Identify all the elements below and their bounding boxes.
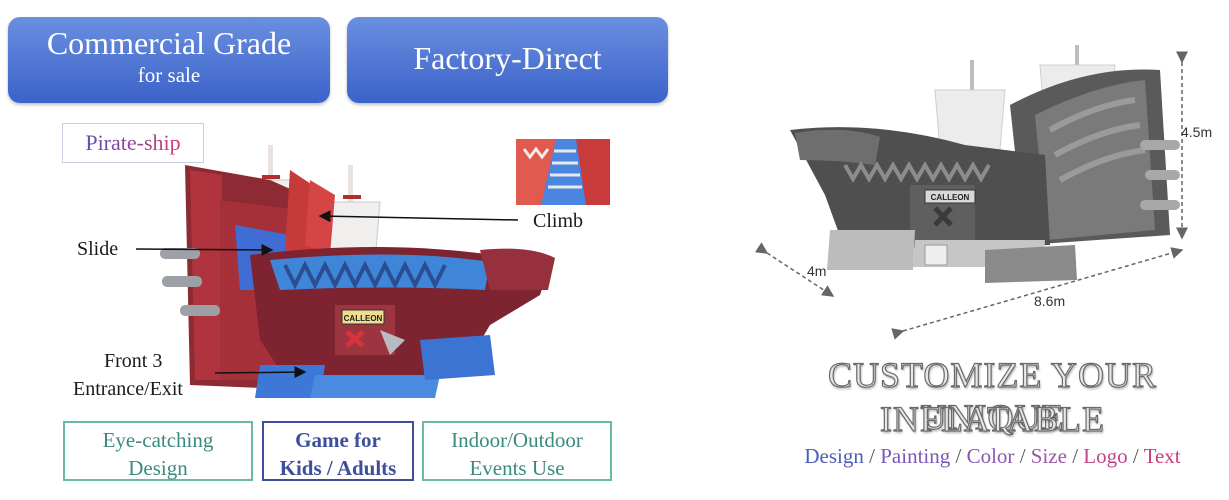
customize-heading-line1: CUSTOMIZE YOUR UNIQUE [827, 354, 1158, 437]
entrance-arrow [214, 366, 307, 379]
feature-indoor-outdoor: Indoor/Outdoor Events Use [422, 421, 612, 481]
factory-direct-banner: Factory-Direct [347, 17, 668, 103]
customize-heading-line2: INFLATABLE [879, 398, 1106, 439]
product-type-label: Pirate-ship [85, 130, 181, 155]
feature-1-line1: Eye-catching [102, 428, 214, 452]
feature-eye-catching: Eye-catching Design [63, 421, 253, 481]
feature-1-line2: Design [128, 456, 188, 480]
option-size: Size [1030, 444, 1067, 468]
feature-2-line1: Game for [295, 428, 381, 452]
pirate-ship-product-image: CALLEON [160, 145, 555, 398]
feature-2-line2: Kids / Adults [279, 456, 397, 480]
callout-front-line2: Entrance/Exit [73, 378, 183, 400]
option-design: Design [804, 444, 864, 468]
width-dimension-arrow [754, 242, 835, 297]
slide-arrow [135, 243, 274, 256]
option-painting: Painting [880, 444, 951, 468]
option-color: Color [966, 444, 1015, 468]
feature-3-line2: Events Use [469, 456, 565, 480]
height-dimension-label: 4.5m [1181, 124, 1213, 140]
customize-options: Design / Painting / Color / Size / Logo … [804, 444, 1181, 468]
feature-3-line1: Indoor/Outdoor [451, 428, 583, 452]
callout-slide: Slide [77, 238, 119, 260]
factory-direct-title: Factory-Direct [413, 40, 602, 76]
option-text: Text [1143, 444, 1181, 468]
commercial-grade-banner: Commercial Grade for sale [8, 17, 330, 103]
feature-game-for: Game for Kids / Adults [262, 421, 414, 481]
product-type-tag: Pirate-ship [62, 123, 204, 163]
callout-climb: Climb [533, 210, 584, 232]
commercial-grade-subtitle: for sale [137, 63, 201, 87]
gray-ship-name-sign: CALLEON [931, 193, 970, 202]
commercial-grade-title: Commercial Grade [46, 25, 292, 61]
ship-name-sign: CALLEON [344, 314, 383, 323]
climb-wall-inset-image [516, 139, 610, 205]
callout-front-line1: Front 3 [104, 350, 163, 372]
gray-pirate-ship-image: CALLEON [790, 45, 1180, 283]
width-dimension-label: 4m [807, 263, 827, 279]
option-logo: Logo [1083, 444, 1128, 468]
length-dimension-label: 8.6m [1034, 293, 1066, 309]
climb-arrow [318, 210, 519, 223]
